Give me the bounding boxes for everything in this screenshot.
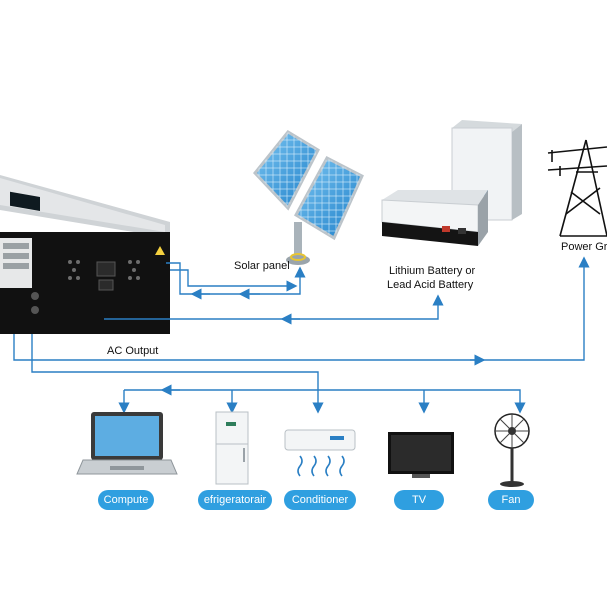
load-pill-refrigerator: efrigeratorair xyxy=(198,490,272,510)
refrigerator-icon xyxy=(215,411,249,485)
load-pill-fan: Fan xyxy=(488,490,534,510)
power-grid-label: Power Gri xyxy=(561,241,607,253)
load-pill-tv: TV xyxy=(394,490,444,510)
laptop-icon xyxy=(76,412,178,475)
load-pill-air-conditioner: Conditioner xyxy=(284,490,356,510)
battery-label-line2: Lead Acid Battery xyxy=(387,279,474,291)
solar-panel-label: Solar panel xyxy=(234,260,290,272)
tv-icon xyxy=(388,432,454,478)
solar-panel-image xyxy=(253,130,364,265)
battery-image xyxy=(381,120,522,246)
fan-icon xyxy=(494,413,530,487)
wiring xyxy=(13,256,590,414)
load-pill-computer: Compute xyxy=(98,490,154,510)
inverter xyxy=(0,175,170,334)
ac-output-label: AC Output xyxy=(107,345,159,357)
air-conditioner-icon xyxy=(284,429,356,477)
battery-label-line1: Lithium Battery or xyxy=(389,265,476,277)
power-grid-tower-image xyxy=(547,139,607,237)
